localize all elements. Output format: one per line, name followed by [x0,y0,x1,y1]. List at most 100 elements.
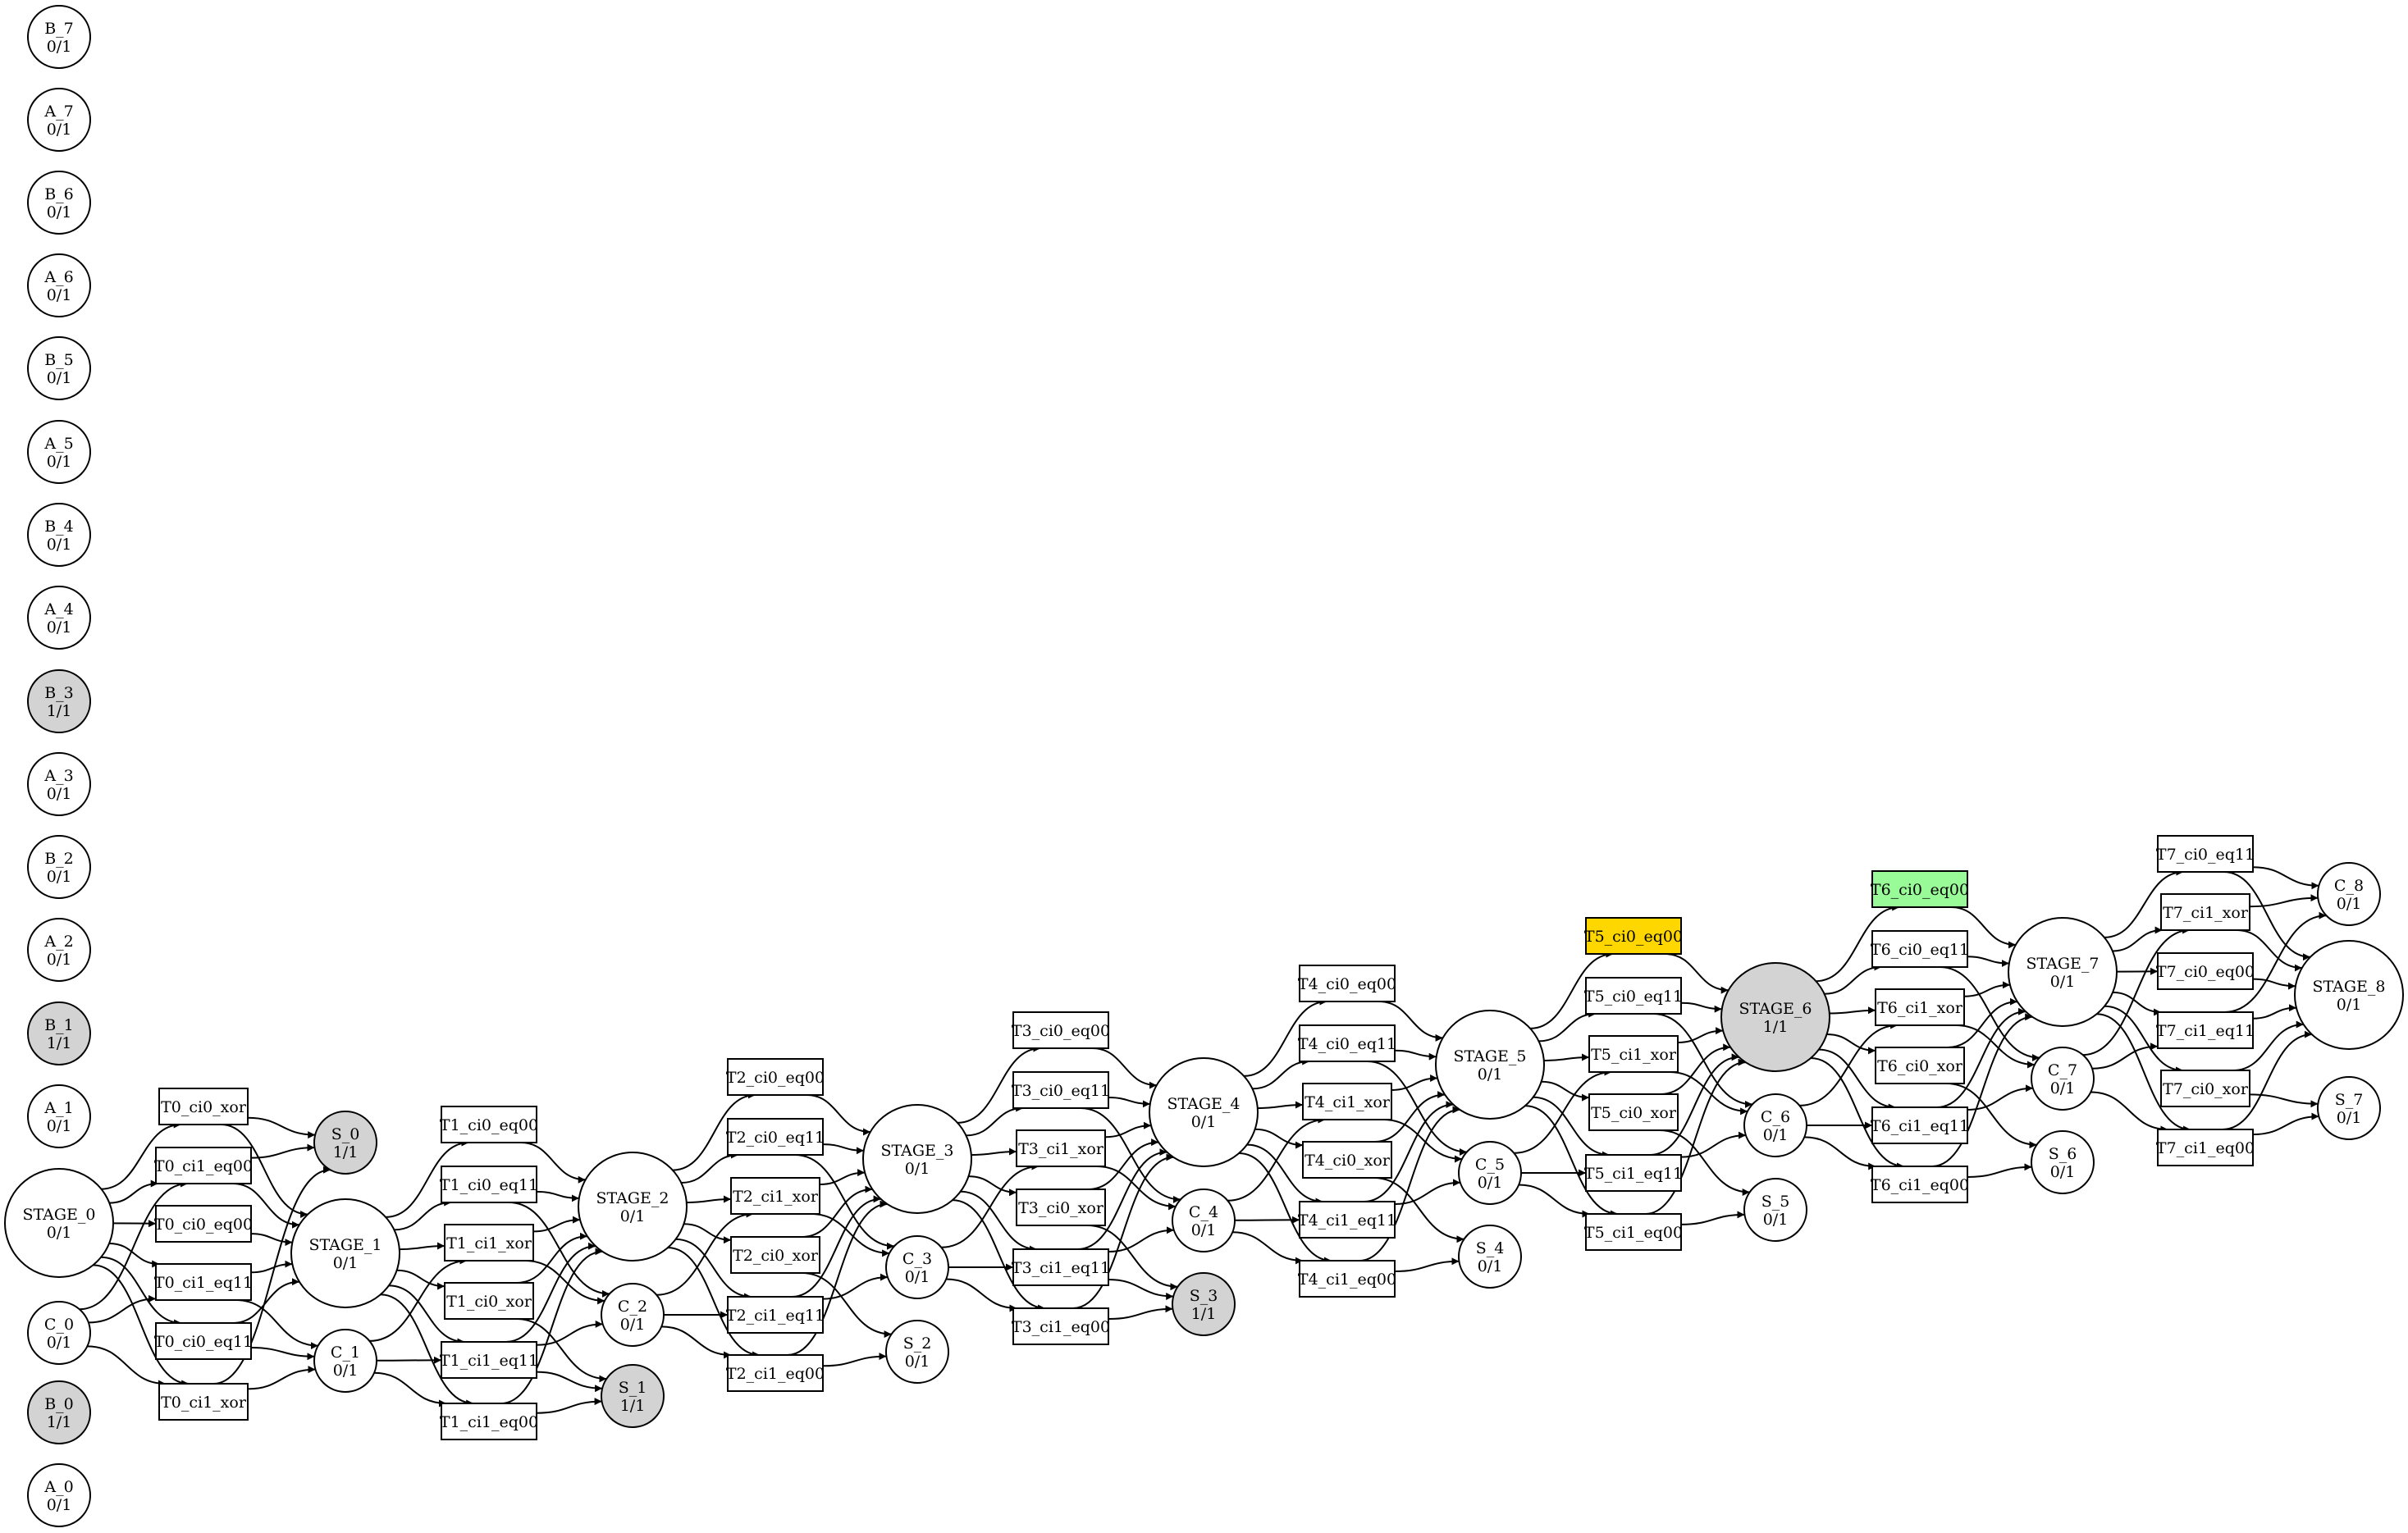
node-stage-8[interactable]: STAGE_80/1 [2294,940,2404,1050]
node-s-4[interactable]: S_40/1 [1458,1225,1522,1289]
node-c-5[interactable]: C_50/1 [1458,1141,1522,1205]
node-b-3[interactable]: B_31/1 [27,669,91,733]
node-t7-ci0-xor[interactable]: T7_ci0_xor [2160,1070,2250,1107]
node-t4-ci1-eq00[interactable]: T4_ci1_eq00 [1298,1260,1396,1298]
node-a-5[interactable]: A_50/1 [27,420,91,484]
node-t7-ci0-eq00[interactable]: T7_ci0_eq00 [2156,952,2255,990]
node-t5-ci0-eq11[interactable]: T5_ci0_eq11 [1584,977,1683,1015]
node-c-6[interactable]: C_60/1 [1743,1093,1807,1157]
node-t1-ci0-xor[interactable]: T1_ci0_xor [444,1282,534,1320]
node-a-3[interactable]: A_30/1 [27,752,91,816]
node-stage-2[interactable]: STAGE_20/1 [578,1152,688,1262]
node-b-1[interactable]: B_11/1 [27,1001,91,1065]
node-a-2[interactable]: A_20/1 [27,918,91,982]
node-t6-ci0-eq11[interactable]: T6_ci0_eq11 [1871,930,1969,968]
node-c-7[interactable]: C_70/1 [2031,1047,2095,1111]
node-t3-ci0-eq00[interactable]: T3_ci0_eq00 [1012,1011,1110,1049]
node-c-4[interactable]: C_40/1 [1172,1189,1236,1252]
node-t4-ci0-eq11[interactable]: T4_ci0_eq11 [1298,1024,1396,1062]
node-t6-ci1-eq00[interactable]: T6_ci1_eq00 [1871,1166,1969,1203]
node-t1-ci1-xor[interactable]: T1_ci1_xor [444,1224,534,1262]
node-t1-ci0-eq00[interactable]: T1_ci0_eq00 [440,1106,538,1143]
node-stage-7[interactable]: STAGE_70/1 [2008,917,2118,1027]
node-c-8[interactable]: C_80/1 [2317,862,2381,926]
node-stage-1[interactable]: STAGE_10/1 [290,1198,400,1308]
node-t4-ci0-xor[interactable]: T4_ci0_xor [1302,1141,1392,1179]
node-s-5[interactable]: S_50/1 [1743,1178,1807,1242]
node-circle [1149,1057,1259,1167]
edge-stage-6-to-t6-ci1-eq11 [1818,1048,1896,1111]
node-t1-ci1-eq11[interactable]: T1_ci1_eq11 [440,1341,538,1379]
node-t3-ci0-xor[interactable]: T3_ci0_xor [1016,1189,1106,1226]
node-b-4[interactable]: B_40/1 [27,503,91,567]
node-stage-6[interactable]: STAGE_61/1 [1720,962,1830,1072]
node-t0-ci1-eq11[interactable]: T0_ci1_eq11 [154,1263,253,1301]
node-t1-ci1-eq00[interactable]: T1_ci1_eq00 [440,1403,538,1440]
node-s-7[interactable]: S_70/1 [2317,1076,2381,1140]
node-label: T6_ci1_eq00 [1871,1176,1969,1194]
edge-stage-5-to-t5-ci0-eq00 [1530,950,1614,1029]
node-t6-ci1-xor[interactable]: T6_ci1_xor [1875,988,1965,1026]
node-stage-3[interactable]: STAGE_30/1 [862,1104,972,1214]
node-circle [27,171,91,235]
node-b-6[interactable]: B_60/1 [27,171,91,235]
node-t5-ci1-eq00[interactable]: T5_ci1_eq00 [1584,1213,1683,1251]
node-a-6[interactable]: A_60/1 [27,253,91,317]
node-label: S_1 [619,1379,647,1397]
node-label: T7_ci0_eq11 [2156,846,2255,864]
node-t5-ci0-eq00[interactable]: T5_ci0_eq00 [1584,917,1683,955]
node-t3-ci1-xor[interactable]: T3_ci1_xor [1016,1129,1106,1167]
node-t1-ci0-eq11[interactable]: T1_ci0_eq11 [440,1166,538,1203]
node-s-2[interactable]: S_20/1 [885,1320,949,1384]
node-t0-ci0-eq11[interactable]: T0_ci0_eq11 [154,1322,253,1360]
node-a-1[interactable]: A_10/1 [27,1084,91,1148]
node-b-2[interactable]: B_20/1 [27,835,91,899]
node-b-5[interactable]: B_50/1 [27,336,91,400]
node-t0-ci1-eq00[interactable]: T0_ci1_eq00 [154,1147,253,1184]
node-c-0[interactable]: C_00/1 [27,1301,91,1365]
node-s-3[interactable]: S_31/1 [1172,1272,1236,1336]
node-a-0[interactable]: A_00/1 [27,1463,91,1527]
node-c-1[interactable]: C_10/1 [313,1329,377,1393]
node-t2-ci1-eq00[interactable]: T2_ci1_eq00 [726,1354,825,1392]
node-stage-4[interactable]: STAGE_40/1 [1149,1057,1259,1167]
node-stage-5[interactable]: STAGE_50/1 [1435,1010,1545,1120]
node-t0-ci1-xor[interactable]: T0_ci1_xor [158,1383,249,1421]
node-t6-ci1-eq11[interactable]: T6_ci1_eq11 [1871,1106,1969,1144]
node-t4-ci0-eq00[interactable]: T4_ci0_eq00 [1298,965,1396,1002]
node-stage-0[interactable]: STAGE_00/1 [4,1168,114,1278]
node-t7-ci1-eq11[interactable]: T7_ci1_eq11 [2156,1011,2255,1049]
node-t0-ci0-eq00[interactable]: T0_ci0_eq00 [154,1205,253,1243]
node-s-1[interactable]: S_11/1 [601,1364,665,1428]
node-c-3[interactable]: C_30/1 [885,1235,949,1299]
node-t6-ci0-xor[interactable]: T6_ci0_xor [1875,1047,1965,1084]
node-t5-ci0-xor[interactable]: T5_ci0_xor [1588,1093,1679,1131]
node-t0-ci0-xor[interactable]: T0_ci0_xor [158,1088,249,1125]
node-t7-ci1-eq00[interactable]: T7_ci1_eq00 [2156,1129,2255,1166]
node-t6-ci0-eq00[interactable]: T6_ci0_eq00 [1871,870,1969,908]
node-value: 0/1 [47,1224,72,1242]
node-t3-ci1-eq11[interactable]: T3_ci1_eq11 [1012,1248,1110,1286]
node-b-0[interactable]: B_01/1 [27,1380,91,1444]
edge-t4-ci1-eq11-to-stage-5 [1364,1101,1454,1202]
node-t5-ci1-xor[interactable]: T5_ci1_xor [1588,1035,1679,1073]
node-t4-ci1-xor[interactable]: T4_ci1_xor [1302,1083,1392,1120]
node-t3-ci1-eq00[interactable]: T3_ci1_eq00 [1012,1307,1110,1345]
node-c-2[interactable]: C_20/1 [601,1283,665,1347]
node-a-7[interactable]: A_70/1 [27,88,91,152]
node-t4-ci1-eq11[interactable]: T4_ci1_eq11 [1298,1201,1396,1239]
node-s-6[interactable]: S_60/1 [2031,1130,2095,1194]
node-t2-ci0-eq11[interactable]: T2_ci0_eq11 [726,1118,825,1156]
node-t7-ci0-eq11[interactable]: T7_ci0_eq11 [2156,835,2255,873]
node-t2-ci1-xor[interactable]: T2_ci1_xor [730,1177,820,1215]
node-t3-ci0-eq11[interactable]: T3_ci0_eq11 [1012,1071,1110,1109]
node-s-0[interactable]: S_01/1 [313,1111,377,1175]
node-t7-ci1-xor[interactable]: T7_ci1_xor [2160,893,2250,931]
node-t2-ci0-eq00[interactable]: T2_ci0_eq00 [726,1058,825,1096]
node-circle [27,1001,91,1065]
node-a-4[interactable]: A_40/1 [27,586,91,650]
node-t5-ci1-eq11[interactable]: T5_ci1_eq11 [1584,1154,1683,1192]
node-t2-ci1-eq11[interactable]: T2_ci1_eq11 [726,1296,825,1334]
node-t2-ci0-xor[interactable]: T2_ci0_xor [730,1236,820,1274]
node-b-7[interactable]: B_70/1 [27,5,91,69]
